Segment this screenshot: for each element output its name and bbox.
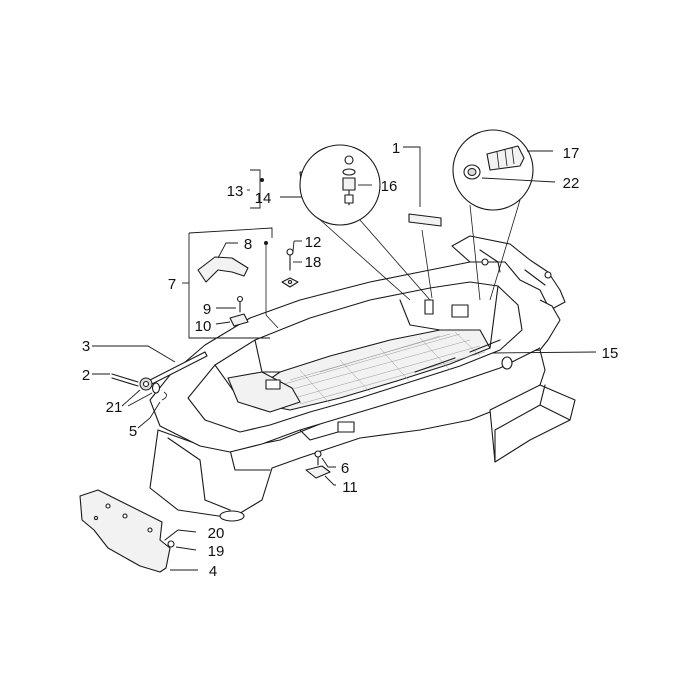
callout-7: 7 [168, 276, 176, 293]
callout-labels: 1 2 3 4 5 6 7 8 9 10 11 12 13 14 15 16 1… [82, 140, 619, 580]
group-7-box [182, 227, 302, 339]
part-2-pin [92, 373, 167, 429]
part-15-leader [491, 351, 597, 354]
callout-10: 10 [195, 318, 212, 335]
callout-14: 14 [255, 190, 272, 207]
callout-13: 13 [227, 183, 244, 200]
part-6-11-bracket [305, 450, 336, 486]
callout-1: 1 [392, 140, 400, 157]
helmet-compartment [149, 235, 576, 522]
part-1-pad [403, 146, 442, 299]
callout-6: 6 [341, 460, 349, 477]
callout-21: 21 [106, 399, 123, 416]
callout-18: 18 [305, 254, 322, 271]
callout-9: 9 [203, 301, 211, 318]
callout-3: 3 [82, 338, 90, 355]
callout-17: 17 [563, 145, 580, 162]
callout-11: 11 [342, 479, 358, 496]
zoom-circle-left [299, 144, 431, 301]
callout-19: 19 [208, 543, 225, 560]
callout-5: 5 [129, 423, 137, 440]
callout-8: 8 [244, 236, 252, 253]
callout-22: 22 [563, 175, 580, 192]
zoom-circle-right [452, 129, 556, 301]
callout-12: 12 [305, 234, 322, 251]
callout-2: 2 [82, 367, 90, 384]
part-4-shield-plate [79, 489, 198, 573]
callout-4: 4 [209, 563, 217, 580]
floor-texture [259, 331, 486, 405]
callout-20: 20 [208, 525, 225, 542]
callout-16: 16 [381, 178, 398, 195]
callout-15: 15 [602, 345, 619, 362]
